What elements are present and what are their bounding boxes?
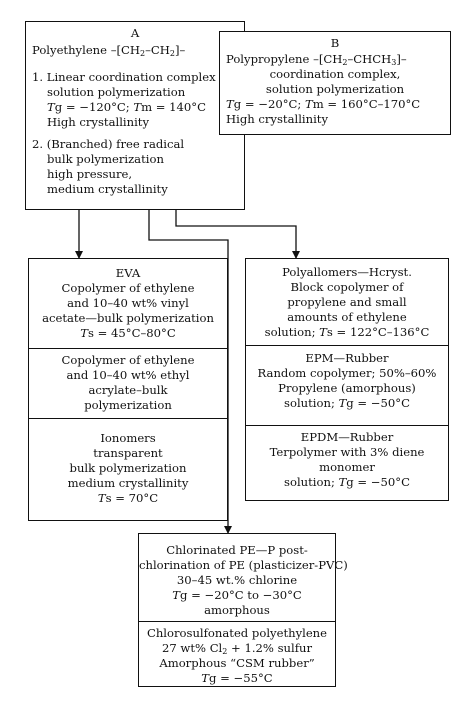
box-b-label: B bbox=[330, 36, 340, 50]
arrow-a-to-pp bbox=[175, 210, 300, 259]
epdm-line1: Terpolymer with 3% diene bbox=[269, 445, 425, 459]
box-a-label: A bbox=[130, 26, 140, 40]
ionomer-line3: medium crystallinity bbox=[67, 476, 189, 490]
box-a-item1-line2: solution polymerization bbox=[47, 85, 186, 99]
epdm-title: EPDM—Rubber bbox=[300, 430, 394, 444]
epm-line2: Propylene (amorphous) bbox=[278, 381, 416, 395]
cpe-tg: Tg = −20°C to −30°C bbox=[172, 588, 302, 602]
eva-line1: Copolymer of ethylene bbox=[61, 281, 195, 295]
box-a-item2-line2: bulk polymerization bbox=[47, 152, 164, 166]
cpe-title: Chlorinated PE—P post- bbox=[166, 543, 308, 557]
polyallomer-ts: solution; Ts = 122°C–136°C bbox=[264, 325, 430, 339]
eea-line4: polymerization bbox=[84, 398, 172, 412]
epm-line1: Random copolymer; 50%–60% bbox=[257, 366, 437, 380]
polyallomer-title: Polyallomers—Hcryst. bbox=[282, 265, 412, 279]
divider bbox=[29, 418, 227, 419]
cpe-tail: amorphous bbox=[204, 603, 270, 617]
cpe-line1: chlorination of PE (plasticizer-PVC) bbox=[139, 558, 348, 572]
box-b-line2: solution polymerization bbox=[265, 82, 405, 96]
csm-line2: Amorphous “CSM rubber” bbox=[159, 656, 315, 670]
box-b-tail: High crystallinity bbox=[226, 112, 329, 126]
box-a-title: Polyethylene –[CH2–CH2]– bbox=[32, 43, 186, 58]
eea-line3: acrylate–bulk bbox=[88, 383, 168, 397]
box-a-item2-line4: medium crystallinity bbox=[47, 182, 168, 196]
eea-line2: and 10–40 wt% ethyl bbox=[66, 368, 190, 382]
box-polyethylene: A Polyethylene –[CH2–CH2]– 1. Linear coo… bbox=[25, 21, 245, 210]
divider bbox=[246, 425, 448, 426]
epdm-line2: monomer bbox=[319, 460, 375, 474]
polyallomer-line1: Block copolymer of bbox=[290, 280, 404, 294]
box-propylene-copolymers: Polyallomers—Hcryst. Block copolymer of … bbox=[245, 258, 449, 501]
box-b-line1: coordination complex, bbox=[269, 67, 401, 81]
box-b-temps: Tg = −20°C; Tm = 160°C–170°C bbox=[226, 97, 421, 111]
box-a-item1-tail: High crystallinity bbox=[47, 115, 150, 129]
epm-tg: solution; Tg = −50°C bbox=[284, 396, 410, 410]
polyallomer-line2: propylene and small bbox=[287, 295, 407, 309]
eva-line2: and 10–40 wt% vinyl bbox=[67, 296, 189, 310]
divider bbox=[29, 348, 227, 349]
divider bbox=[139, 621, 335, 622]
box-polypropylene: B Polypropylene –[CH2–CHCH3]– coordinati… bbox=[219, 31, 451, 135]
polyallomer-line3: amounts of ethylene bbox=[287, 310, 407, 324]
eva-line3: acetate—bulk polymerization bbox=[42, 311, 214, 325]
box-a-item1-temps: Tg = −120°C; Tm = 140°C bbox=[47, 100, 206, 114]
box-a-item2-line1: 2. (Branched) free radical bbox=[32, 137, 185, 151]
box-a-item1-line1: 1. Linear coordination complex bbox=[32, 70, 216, 84]
ionomer-ts: Ts = 70°C bbox=[97, 491, 159, 505]
csm-tg: Tg = −55°C bbox=[201, 671, 273, 685]
csm-title: Chlorosulfonated polyethylene bbox=[146, 626, 328, 640]
box-chlorinated-pe: Chlorinated PE—P post- chlorination of P… bbox=[138, 533, 348, 687]
epm-title: EPM—Rubber bbox=[305, 351, 389, 365]
box-a-item2-line3: high pressure, bbox=[47, 167, 133, 181]
eva-title: EVA bbox=[115, 266, 141, 280]
eea-line1: Copolymer of ethylene bbox=[61, 353, 195, 367]
arrow-a-to-cpe bbox=[148, 210, 232, 534]
ionomer-line1: transparent bbox=[93, 446, 163, 460]
ionomer-title: Ionomers bbox=[100, 431, 156, 445]
cpe-line2: 30–45 wt.% chlorine bbox=[176, 573, 298, 587]
box-b-title: Polypropylene –[CH2–CHCH3]– bbox=[226, 52, 407, 67]
ionomer-line2: bulk polymerization bbox=[69, 461, 187, 475]
box-ethylene-copolymers: EVA Copolymer of ethylene and 10–40 wt% … bbox=[28, 258, 228, 521]
divider bbox=[246, 345, 448, 346]
eva-ts: Ts = 45°C–80°C bbox=[80, 326, 176, 340]
epdm-tg: solution; Tg = −50°C bbox=[284, 475, 410, 489]
csm-line1: 27 wt% Cl2 + 1.2% sulfur bbox=[161, 641, 313, 656]
